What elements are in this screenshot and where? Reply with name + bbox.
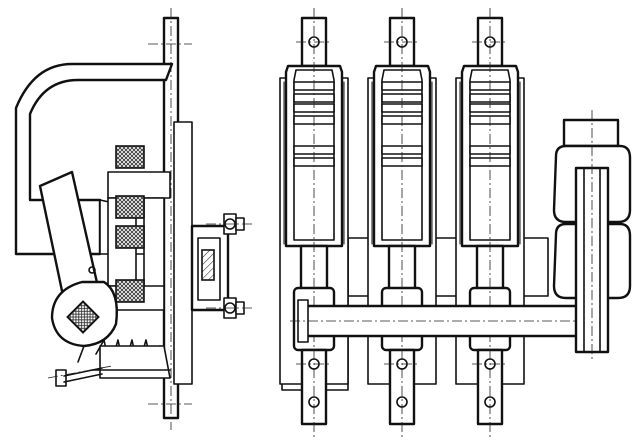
clamp-terminal xyxy=(190,213,252,319)
side-view xyxy=(14,8,252,430)
coil-assembly xyxy=(552,110,632,362)
drive-shaft xyxy=(290,299,600,343)
magnet-coil-blocks xyxy=(115,145,145,303)
adjusting-screw xyxy=(47,365,113,387)
contact-pole-3 xyxy=(455,8,525,438)
contact-poles xyxy=(279,8,525,438)
return-spring xyxy=(91,339,171,379)
contact-pole-1 xyxy=(279,8,349,438)
contact-pole-2 xyxy=(367,8,437,438)
front-view xyxy=(279,8,632,438)
cam-hub xyxy=(50,280,118,363)
